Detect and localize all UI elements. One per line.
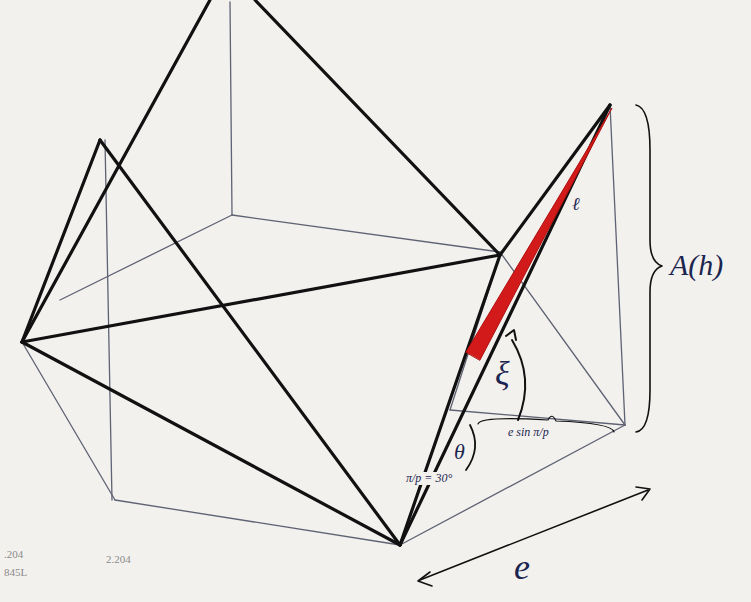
dimension-label: e sin π/p [506,426,551,439]
dimension-label: e [512,548,532,588]
margin-note: 845L [2,566,29,578]
angle-label: ξ [493,355,512,392]
margin-note: .204 [2,548,25,560]
angle-value: π/p = 30° [404,472,454,485]
height-label: A(h) [668,248,725,281]
margin-note: 2.204 [104,553,133,565]
slant-length-label: ℓ [570,195,582,215]
angle-label: θ [452,440,467,464]
